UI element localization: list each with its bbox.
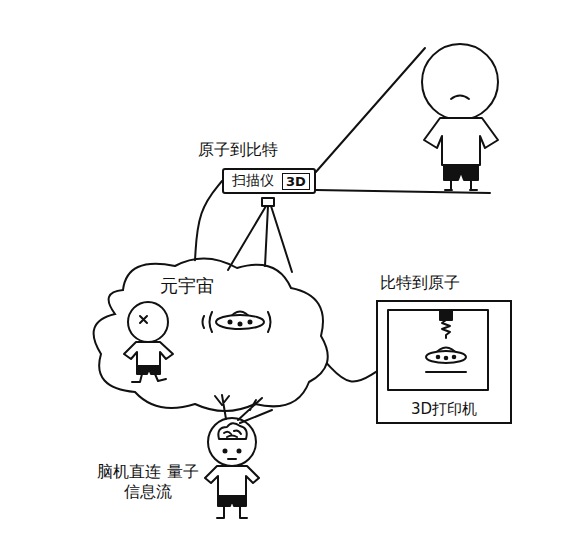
brain-person-stroke xyxy=(238,450,241,453)
cable xyxy=(327,364,376,382)
scanned-person-stroke xyxy=(451,96,469,100)
printer-label: 3D打印机 xyxy=(378,400,510,419)
scanned-person-stroke xyxy=(444,165,478,180)
tripod xyxy=(228,198,292,272)
brain-person-stroke xyxy=(218,496,246,506)
printer-interior xyxy=(388,310,488,390)
printer-interior-stroke xyxy=(437,356,440,359)
printer-interior-stroke xyxy=(388,310,488,390)
virtual-ufo-stroke xyxy=(249,321,252,324)
illustration-stroke xyxy=(124,44,498,518)
printer-box: 比特到原子3D打印机 xyxy=(376,300,512,424)
printer-interior-stroke xyxy=(453,356,456,359)
virtual-ufo xyxy=(203,312,271,333)
printer-interior-stroke xyxy=(440,310,452,320)
scanned-person-stroke xyxy=(445,180,477,190)
scanner-heading: 原子到比特 xyxy=(198,140,278,161)
tripod-stroke xyxy=(228,206,292,272)
brain-person-stroke xyxy=(217,506,247,518)
printer-interior-stroke xyxy=(426,371,466,373)
virtual-ufo-stroke xyxy=(203,312,271,332)
scanned-person-stroke xyxy=(424,118,498,165)
brain-person-stroke xyxy=(228,458,236,460)
scanned-person xyxy=(422,44,498,190)
brain-person-stroke xyxy=(205,466,259,496)
virtual-ufo-stroke xyxy=(239,323,242,326)
scanner-badge: 3D xyxy=(282,173,310,190)
avatar-figure-stroke xyxy=(137,366,160,374)
scan-beam-stroke xyxy=(316,190,490,193)
brain-person-stroke xyxy=(218,423,246,439)
brain-person-stroke xyxy=(208,418,256,466)
avatar-figure xyxy=(124,302,173,382)
scanner-box: 原子到比特扫描仪3D xyxy=(222,168,316,194)
avatar-figure-stroke xyxy=(128,302,168,342)
brain-person xyxy=(205,395,272,518)
tripod-stroke xyxy=(262,198,274,206)
printer-heading: 比特到原子 xyxy=(380,273,460,294)
scanner-label: 扫描仪 xyxy=(232,172,274,190)
cable xyxy=(195,181,222,260)
bci-caption: 脑机直连 量子信息流 xyxy=(92,462,204,502)
cloud-title: 元宇宙 xyxy=(160,274,214,298)
avatar-figure-stroke xyxy=(132,374,166,382)
avatar-figure-stroke xyxy=(124,342,173,366)
brain-person-stroke xyxy=(224,450,227,453)
printer-interior-stroke xyxy=(426,351,466,363)
virtual-ufo-stroke xyxy=(229,321,232,324)
metaverse-cloud: 元宇宙 xyxy=(85,252,335,417)
printer-interior-stroke xyxy=(445,357,448,360)
avatar-figure-stroke xyxy=(140,316,147,323)
printer-interior-stroke xyxy=(442,320,450,338)
virtual-ufo-stroke xyxy=(216,315,264,329)
brain-person-stroke xyxy=(224,430,241,437)
scan-beam-stroke xyxy=(316,48,425,172)
scanned-person-stroke xyxy=(422,44,498,120)
cloud-outline-path xyxy=(94,258,328,411)
